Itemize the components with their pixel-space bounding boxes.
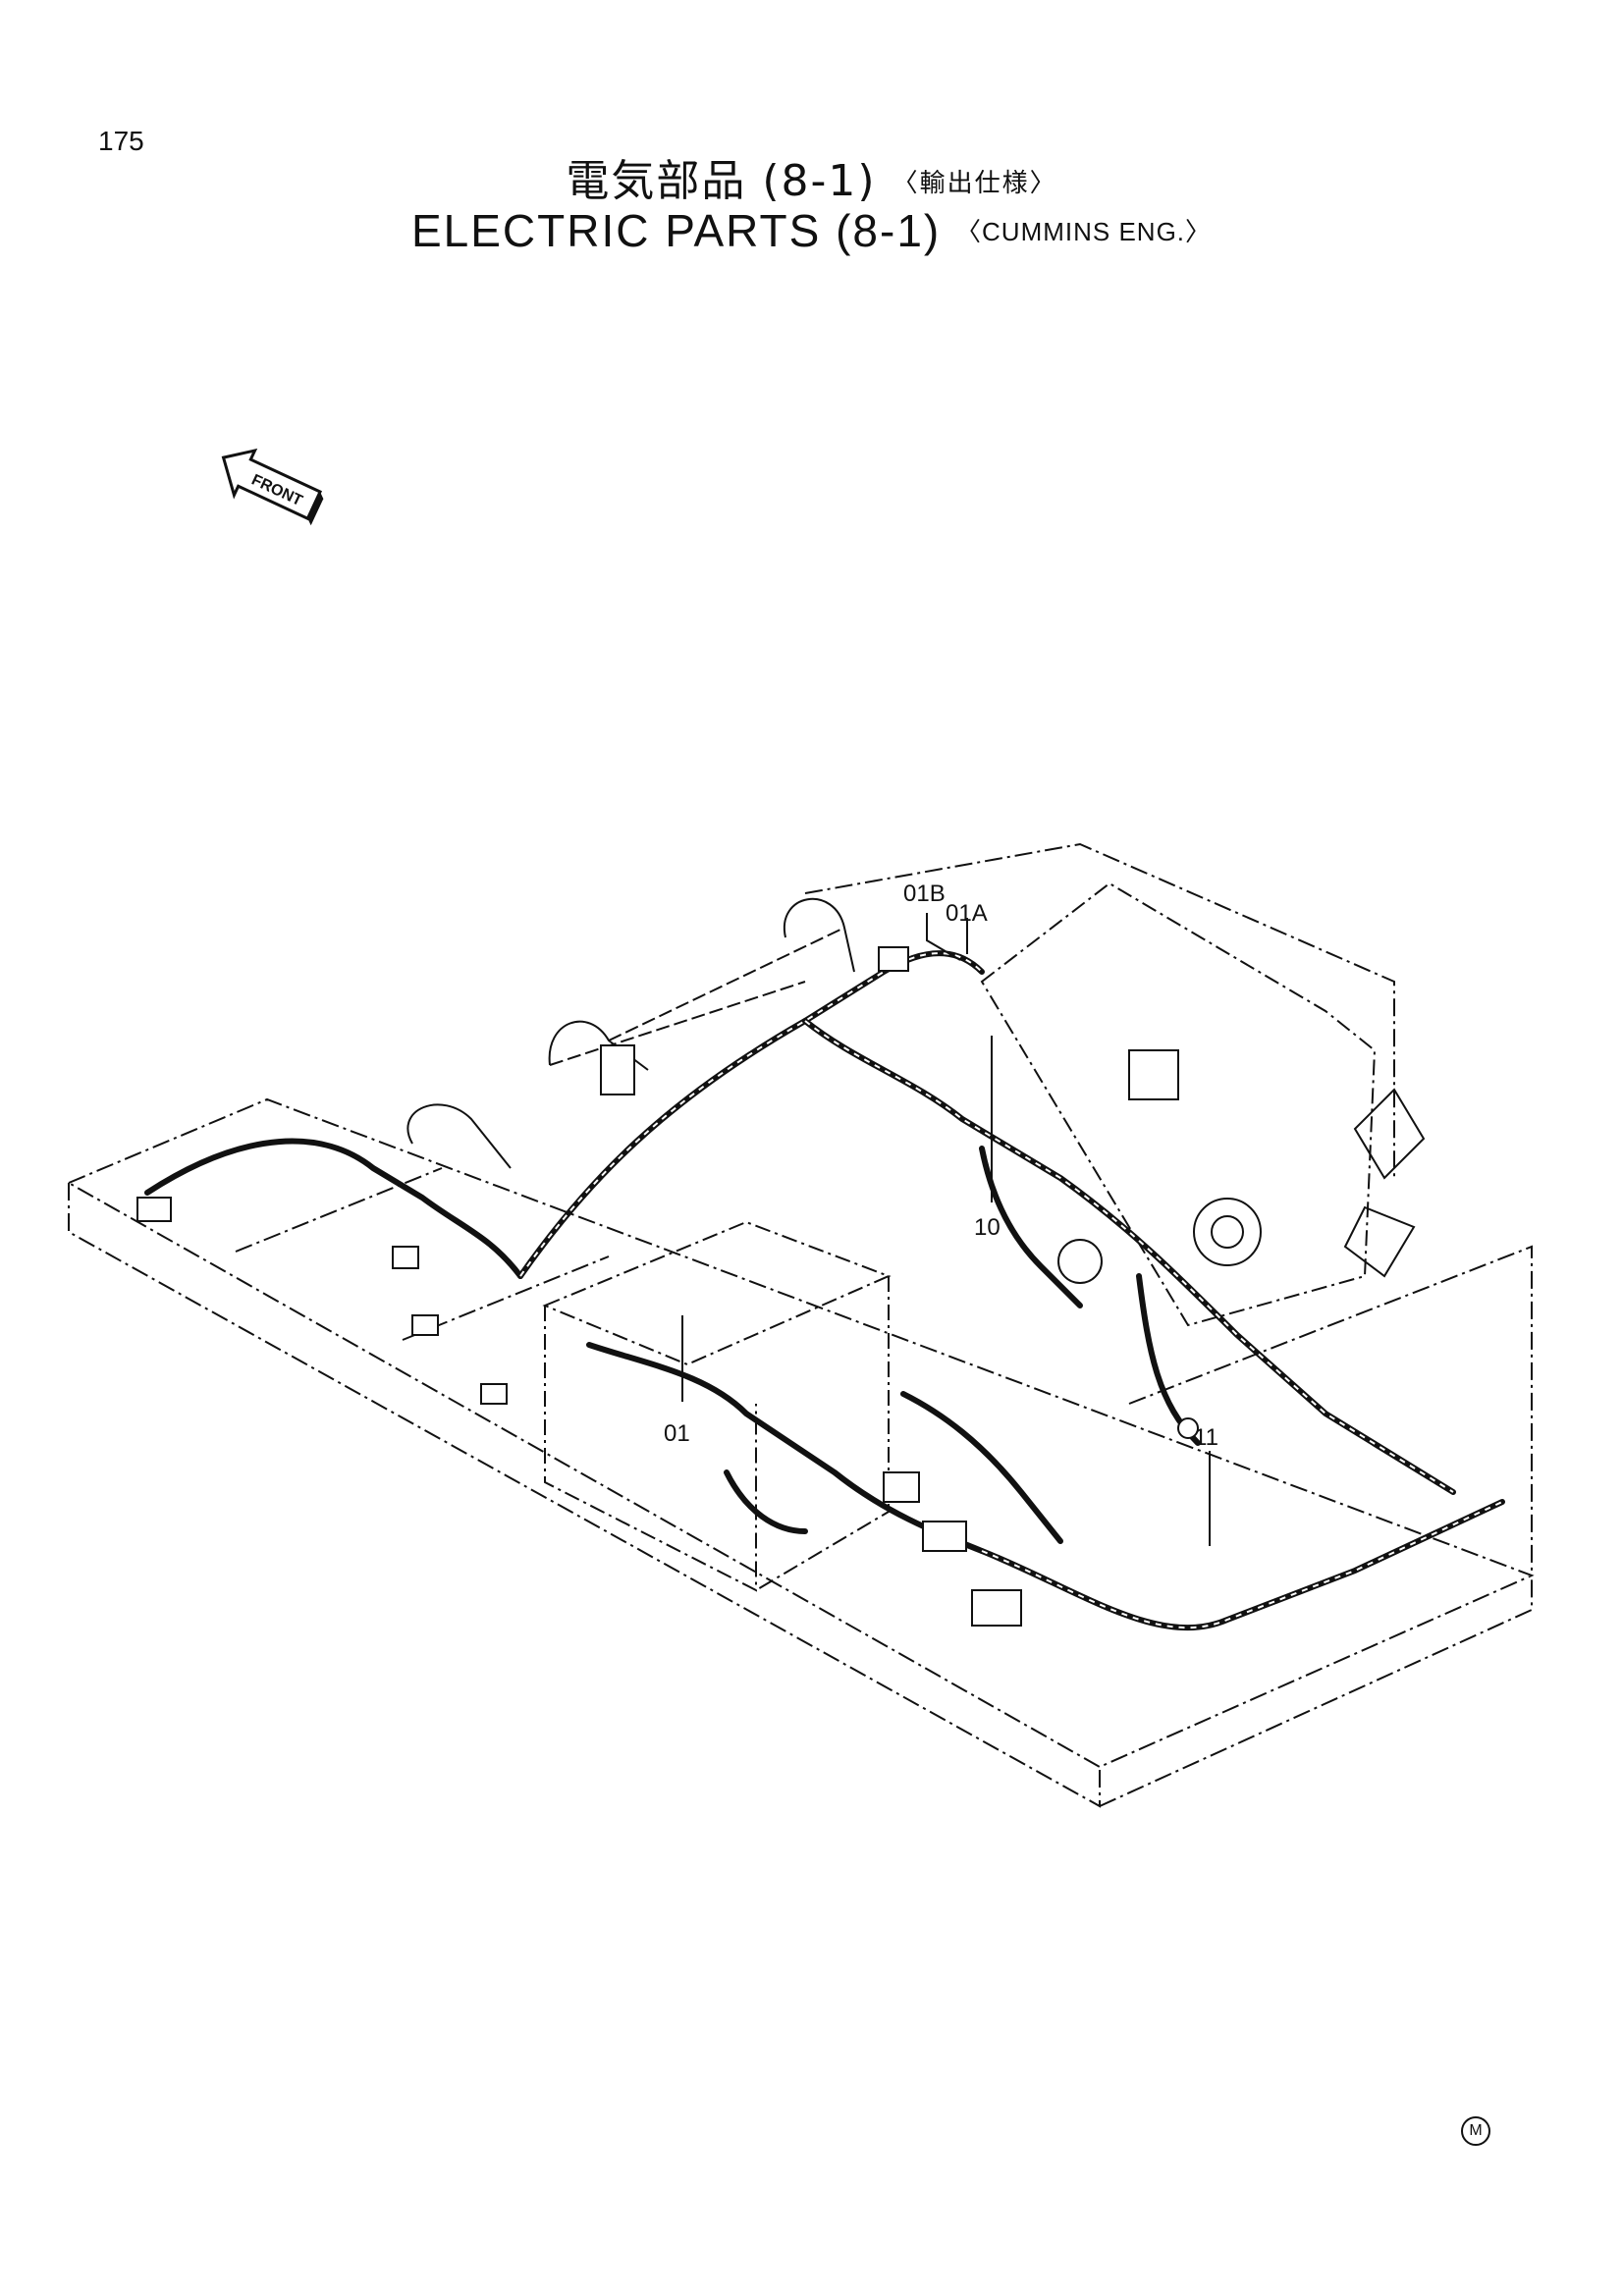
callout-11: 11 bbox=[1194, 1424, 1218, 1451]
tank-box bbox=[542, 1220, 892, 1592]
connector-box bbox=[971, 1589, 1022, 1627]
component-box bbox=[1128, 1049, 1179, 1100]
connectors bbox=[136, 946, 1199, 1627]
connector-box bbox=[878, 946, 909, 972]
callout-01a: 01A bbox=[946, 900, 988, 927]
connector-box bbox=[411, 1314, 439, 1336]
sensor-round bbox=[1177, 1417, 1199, 1439]
machine-frame bbox=[66, 842, 1535, 1808]
m-mark: M bbox=[1461, 2116, 1490, 2146]
connector-box bbox=[392, 1246, 419, 1269]
connector-box bbox=[883, 1471, 920, 1503]
leader-lines bbox=[681, 913, 1211, 1546]
relay-box bbox=[600, 1044, 635, 1095]
connector-box bbox=[922, 1521, 967, 1552]
title-english: ELECTRIC PARTS (8-1) 〈CUMMINS ENG.〉 bbox=[0, 204, 1623, 257]
callout-01: 01 bbox=[664, 1420, 690, 1447]
title-english-qualifier: 〈CUMMINS ENG.〉 bbox=[955, 217, 1213, 246]
engine-block bbox=[980, 881, 1426, 1327]
callout-01b: 01B bbox=[903, 881, 946, 907]
wiring-harness bbox=[144, 950, 1505, 1631]
callouts: 01B 01A 10 01 11 bbox=[664, 881, 1218, 1451]
title-japanese-qualifier: 〈輸出仕様〉 bbox=[892, 169, 1057, 198]
front-arrow: FRONT bbox=[221, 448, 324, 526]
title-japanese: 電気部品 (8-1) 〈輸出仕様〉 bbox=[0, 145, 1623, 208]
page-number: 175 bbox=[98, 126, 144, 156]
callout-10: 10 bbox=[974, 1214, 1001, 1241]
sensor-round bbox=[1057, 1239, 1103, 1284]
title-english-main: ELECTRIC PARTS (8-1) bbox=[410, 205, 942, 256]
title-japanese-main: 電気部品 (8-1) bbox=[566, 156, 877, 206]
connector-box bbox=[480, 1383, 508, 1405]
upper-structure bbox=[406, 897, 855, 1169]
connector-box bbox=[136, 1197, 172, 1222]
wiring-harness-inner bbox=[519, 952, 1503, 1629]
